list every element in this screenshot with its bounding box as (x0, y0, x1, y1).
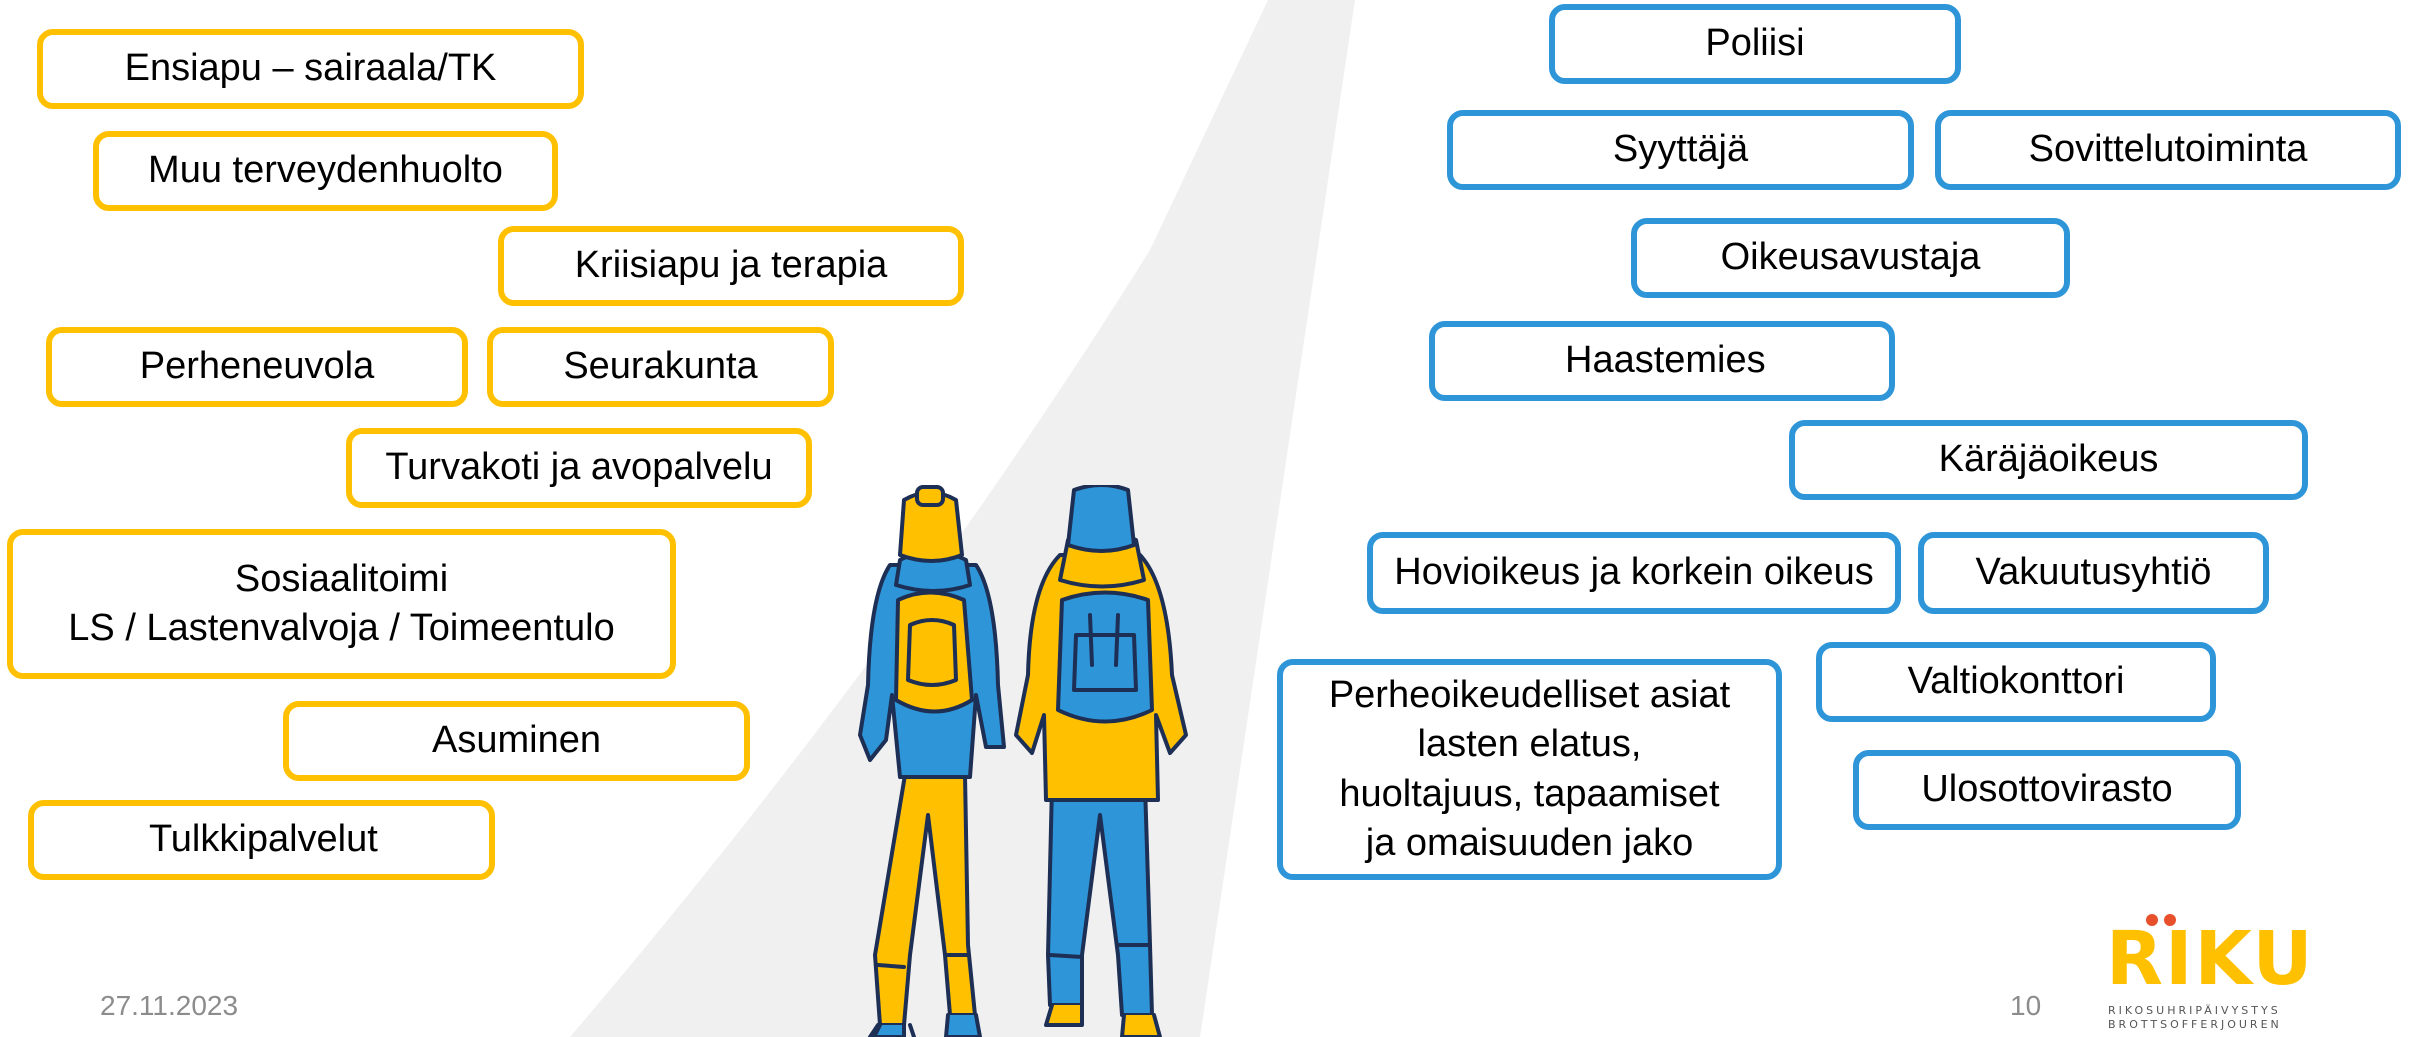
label-ensiapu: Ensiapu – sairaala/TK (124, 47, 497, 90)
box-seurakunta: Seurakunta (487, 327, 834, 407)
box-poliisi: Poliisi (1549, 4, 1961, 84)
riku-logo-wordmark: RIKU (2106, 916, 2315, 1002)
riku-logo-dot-2 (2164, 914, 2176, 926)
label-asuminen: Asuminen (432, 719, 601, 762)
label-karajaoikeus: Käräjäoikeus (1938, 438, 2159, 481)
label-sosiaalitoimi-line2: LS / Lastenvalvoja / Toimeentulo (68, 607, 615, 649)
label-vakuutusyhtio: Vakuutusyhtiö (1975, 551, 2212, 594)
label-syyttaja: Syyttäjä (1612, 128, 1749, 171)
box-ulosottovirasto: Ulosottovirasto (1853, 750, 2241, 830)
box-hovioikeus: Hovioikeus ja korkein oikeus (1367, 532, 1901, 614)
box-sovittelutoiminta: Sovittelutoiminta (1935, 110, 2401, 190)
label-perheoikeudelliset-line1: Perheoikeudelliset asiat (1328, 673, 1731, 716)
right-walker-figure (1014, 485, 1188, 1037)
box-asuminen: Asuminen (283, 701, 750, 781)
label-oikeusavustaja: Oikeusavustaja (1720, 236, 1981, 279)
box-turvakoti: Turvakoti ja avopalvelu (346, 428, 812, 508)
footer-date: 27.11.2023 (100, 990, 239, 1021)
riku-logo-line2: BROTTSOFFERJOUREN (2108, 1018, 2282, 1031)
label-haastemies: Haastemies (1565, 339, 1766, 382)
label-perheoikeudelliset-line3: huoltajuus, tapaamiset (1339, 772, 1720, 815)
riku-logo-dot-1 (2146, 914, 2158, 926)
page-number: 10 (2010, 990, 2042, 1021)
box-vakuutusyhtio: Vakuutusyhtiö (1918, 532, 2269, 614)
box-perheneuvola: Perheneuvola (46, 327, 468, 407)
box-karajaoikeus: Käräjäoikeus (1789, 420, 2308, 500)
box-syyttaja: Syyttäjä (1447, 110, 1914, 190)
box-oikeusavustaja: Oikeusavustaja (1631, 218, 2070, 298)
riku-logo: RIKU RIKOSUHRIPÄIVYSTYS BROTTSOFFERJOURE… (2100, 912, 2313, 1032)
riku-logo-line1: RIKOSUHRIPÄIVYSTYS (2108, 1004, 2281, 1017)
walking-people-illustration (858, 485, 1188, 1037)
box-ensiapu: Ensiapu – sairaala/TK (37, 29, 584, 109)
label-perheoikeudelliset-line4: ja omaisuuden jako (1365, 821, 1694, 864)
box-perheoikeudelliset: Perheoikeudelliset asiat lasten elatus, … (1277, 659, 1782, 880)
label-muu-terveydenhuolto: Muu terveydenhuolto (148, 149, 503, 192)
label-perheoikeudelliset-line2: lasten elatus, (1417, 723, 1642, 766)
label-turvakoti: Turvakoti ja avopalvelu (385, 446, 773, 489)
label-seurakunta: Seurakunta (563, 345, 758, 388)
label-poliisi: Poliisi (1705, 22, 1805, 65)
label-valtiokonttori: Valtiokonttori (1907, 660, 2125, 703)
label-perheneuvola: Perheneuvola (139, 345, 375, 388)
box-muu-terveydenhuolto: Muu terveydenhuolto (93, 131, 558, 211)
label-sovittelutoiminta: Sovittelutoiminta (2028, 128, 2308, 171)
label-ulosottovirasto: Ulosottovirasto (1921, 768, 2173, 811)
label-sosiaalitoimi-line1: Sosiaalitoimi (234, 557, 449, 600)
box-haastemies: Haastemies (1429, 321, 1895, 401)
box-tulkkipalvelut: Tulkkipalvelut (28, 800, 495, 880)
label-hovioikeus: Hovioikeus ja korkein oikeus (1394, 551, 1874, 594)
box-kriisiapu: Kriisiapu ja terapia (498, 226, 964, 306)
label-tulkkipalvelut: Tulkkipalvelut (149, 818, 378, 861)
label-kriisiapu: Kriisiapu ja terapia (574, 244, 888, 287)
box-valtiokonttori: Valtiokonttori (1816, 642, 2216, 722)
left-walker-figure (858, 485, 1006, 1037)
box-sosiaalitoimi: Sosiaalitoimi LS / Lastenvalvoja / Toime… (7, 529, 676, 679)
